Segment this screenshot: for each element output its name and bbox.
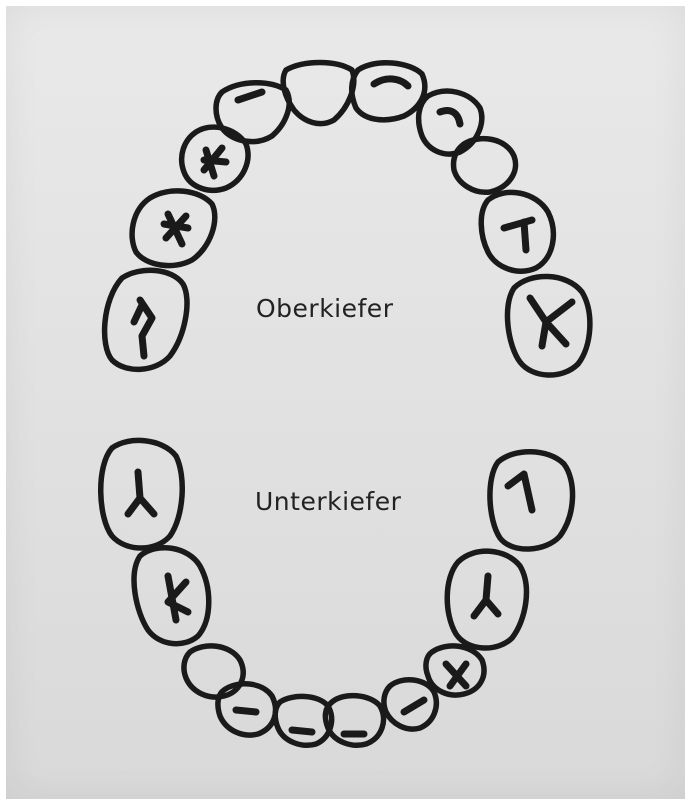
- tooth-lower-left-molar-1: [131, 545, 212, 647]
- tooth-lower-right-incisor-1: [322, 692, 387, 748]
- tooth-lower-left-canine: [181, 643, 246, 700]
- tooth-upper-right-canine: [450, 135, 519, 195]
- tooth-lower-right-molar-2: [487, 449, 576, 552]
- tooth-lower-left-incisor-1: [272, 693, 335, 748]
- tooth-upper-left-incisor-1: [280, 59, 357, 127]
- tooth-lower-right-incisor-2: [381, 677, 440, 732]
- lower-jaw-label: Unterkiefer: [255, 487, 402, 516]
- tooth-upper-left-molar-1: [129, 188, 218, 269]
- tooth-upper-right-molar-2: [504, 273, 593, 378]
- lower-jaw: [98, 437, 576, 748]
- tooth-upper-right-molar-1: [478, 189, 557, 274]
- tooth-lower-right-molar-1: [444, 548, 530, 651]
- upper-jaw-label: Oberkiefer: [256, 294, 394, 323]
- tooth-lower-right-canine: [423, 643, 487, 698]
- tooth-upper-left-incisor-2: [213, 80, 292, 145]
- tooth-lower-left-molar-2: [98, 437, 185, 551]
- tooth-upper-right-incisor-2: [415, 88, 485, 157]
- tooth-upper-right-incisor-1: [349, 60, 428, 123]
- tooth-upper-left-molar-2: [101, 267, 190, 373]
- tooth-lower-left-incisor-2: [215, 681, 279, 738]
- tooth-upper-left-canine: [178, 124, 251, 194]
- upper-jaw: [101, 59, 593, 378]
- paper-sheet: [6, 6, 685, 799]
